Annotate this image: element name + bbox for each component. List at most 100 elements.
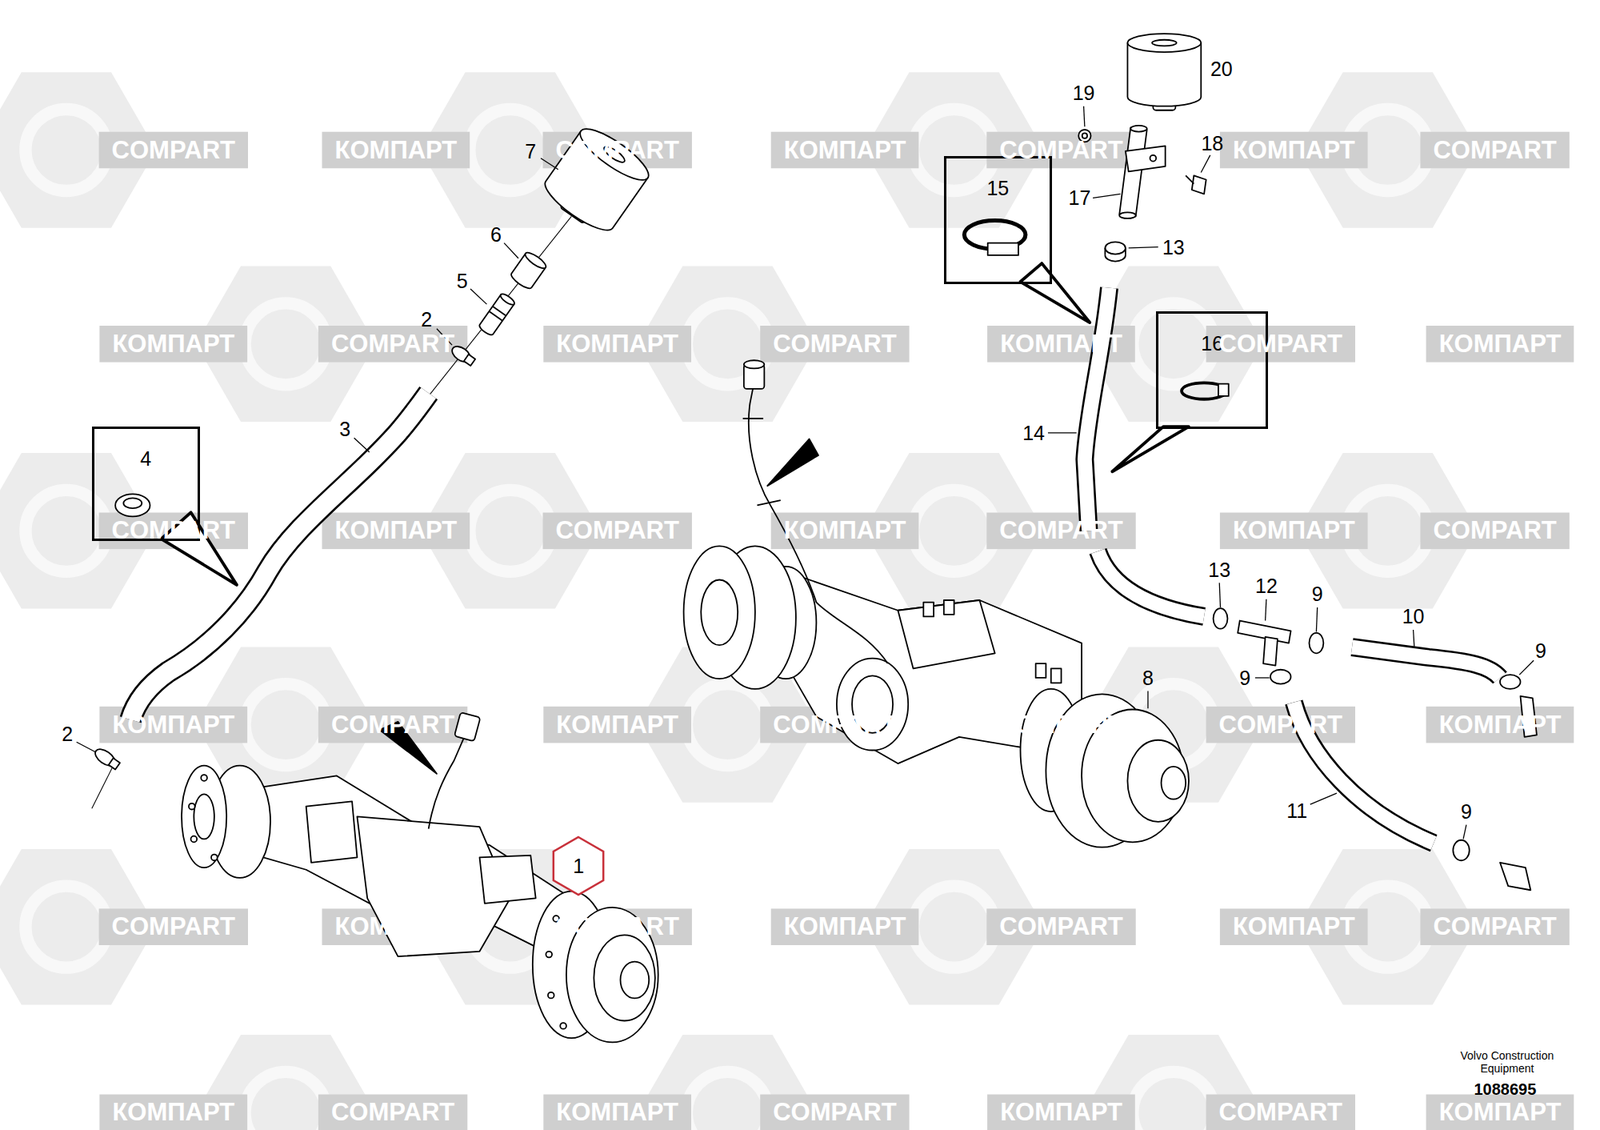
axle-illustration: [743, 417, 764, 420]
hexagon-outline: [553, 836, 604, 895]
fitting-part: [488, 311, 503, 321]
watermark-text: COMPART: [1219, 1097, 1343, 1127]
sleeve-part: [508, 250, 548, 292]
sleeve-part: [523, 250, 548, 272]
clamp-part: [1104, 248, 1106, 256]
watermark-band: [543, 706, 692, 744]
clamp-part: [1104, 241, 1126, 261]
watermark-text: COMPART: [999, 136, 1123, 165]
watermark-text: КОМПАРТ: [556, 710, 679, 740]
watermark-band: [1420, 512, 1569, 550]
callout-number: 4: [94, 446, 198, 471]
leader-line: [1413, 629, 1415, 648]
leader-line: [76, 741, 96, 752]
watermark-text: COMPART: [1432, 912, 1556, 941]
axle-illustration: [188, 803, 196, 810]
watermark-band: [1426, 706, 1575, 744]
callout-number: 11: [1286, 798, 1308, 822]
bolt-part: [1185, 175, 1207, 194]
watermark-logo: [686, 684, 768, 766]
callout-number: 1: [572, 853, 584, 878]
watermark-logo: [913, 489, 996, 572]
callout-number: 6: [490, 223, 502, 247]
clamp-part: [108, 757, 120, 769]
hose-part: [1084, 288, 1110, 532]
leader-line: [1092, 193, 1120, 198]
watermark-text: COMPART: [331, 1097, 455, 1127]
callout-number: 20: [1210, 56, 1233, 80]
watermark-text: COMPART: [1432, 516, 1556, 545]
watermark-band: [987, 325, 1136, 363]
detail-box: 15: [944, 156, 1052, 284]
watermark-band: [99, 132, 248, 169]
watermark-band: [543, 325, 692, 363]
drawing-number: 1088695: [1473, 1080, 1536, 1099]
callout-number: 3: [339, 416, 351, 440]
callout-number: 10: [1402, 604, 1425, 628]
watermark-band: [1420, 908, 1569, 945]
clamp-part: [1500, 674, 1521, 689]
watermark-band: [760, 325, 909, 363]
watermark-band: [1220, 132, 1368, 169]
watermark-logo: [25, 109, 108, 192]
callout-number: 15: [946, 176, 1050, 200]
maker-name: Volvo Construction Equipment: [1447, 1048, 1568, 1074]
watermark-logo: [686, 1071, 768, 1130]
view-arrow: [767, 438, 819, 486]
clamp-part: [1218, 384, 1229, 396]
filter-part: [1127, 33, 1201, 52]
watermark-logo: [469, 109, 552, 192]
watermark-text: КОМПАРТ: [1439, 710, 1562, 740]
callout-pointer: [1020, 263, 1091, 323]
watermark-band: [99, 908, 248, 945]
watermark-band: [322, 908, 471, 945]
axle-illustration: [454, 712, 481, 741]
watermark-text: COMPART: [112, 136, 236, 165]
axle-illustration: [191, 836, 198, 843]
callout-number: 12: [1255, 574, 1278, 598]
watermark-text: COMPART: [1432, 136, 1556, 165]
fitting-part: [477, 292, 516, 337]
leader-line: [1310, 792, 1337, 804]
clamp-part: [1270, 669, 1292, 684]
axle-illustration: [560, 1022, 567, 1029]
watermark-logo: [1132, 1071, 1215, 1130]
leader-line: [1463, 824, 1467, 840]
callout-number: 5: [456, 268, 468, 292]
pipe-part: [1125, 145, 1166, 172]
leader-line: [470, 288, 487, 304]
watermark-band: [318, 325, 468, 363]
watermark-text: COMPART: [331, 329, 455, 359]
leader-line: [1519, 660, 1534, 675]
hose-part: [1352, 647, 1500, 678]
leader-line: [1265, 599, 1267, 621]
leader-line: [504, 243, 519, 259]
axle-illustration: [428, 736, 465, 829]
filter-part: [428, 216, 572, 396]
watermark-band: [1426, 1094, 1575, 1130]
axle-illustration: [548, 992, 555, 999]
watermark-text: КОМПАРТ: [1232, 516, 1356, 545]
watermark-band: [1426, 325, 1575, 363]
watermark-band: [1420, 132, 1569, 169]
callout-number: 17: [1068, 186, 1092, 210]
watermark-logo: [244, 303, 327, 385]
clamp-part: [1104, 255, 1126, 262]
leader-line: [1255, 676, 1270, 678]
axle-illustration: [593, 934, 656, 1020]
watermark-band: [99, 325, 248, 363]
leader-line: [1048, 432, 1077, 433]
axle-illustration: [700, 579, 738, 645]
watermark-logo: [913, 109, 996, 192]
watermark-text: COMPART: [555, 912, 679, 941]
watermark-band: [99, 1094, 248, 1130]
callout-hexagon: 1: [548, 835, 609, 896]
leader-line: [354, 437, 370, 452]
watermark-text: COMPART: [112, 516, 236, 545]
watermark-band: [986, 132, 1136, 169]
watermark-band: [987, 1094, 1136, 1130]
callout-number: 14: [1022, 420, 1045, 444]
hose-part: [1084, 288, 1110, 532]
axle-illustration: [756, 500, 780, 505]
callout-number: 2: [420, 308, 432, 332]
